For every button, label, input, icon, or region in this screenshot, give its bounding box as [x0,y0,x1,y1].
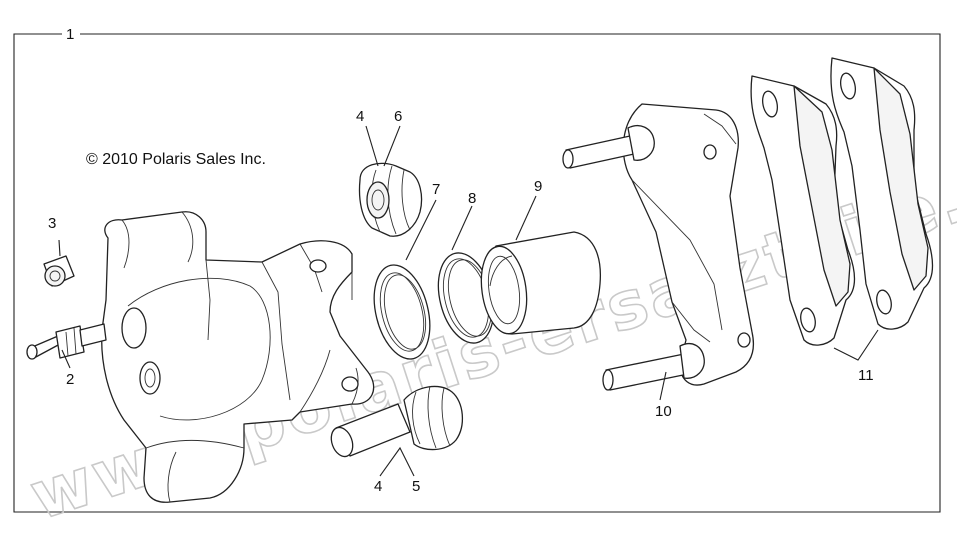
caliper-body [101,211,375,503]
callout-upper-boot-a: 4 [356,108,364,125]
callout-bracket: 10 [655,403,672,420]
diagram-frame [13,33,941,513]
upper-dust-boot [358,162,423,237]
callout-seal-8: 8 [468,190,476,207]
callout-lower-boot-a: 4 [374,478,382,495]
leader-lines [58,125,879,477]
callout-bleeder-valve: 2 [66,371,74,388]
brake-pad-inner [750,75,856,346]
callout-upper-boot-b: 6 [394,108,402,125]
piston [480,231,602,335]
callout-pads: 11 [858,367,874,384]
copyright-notice: © 2010 Polaris Sales Inc. [86,151,266,168]
lower-slide-pin [330,385,463,458]
callout-frame: 1 [66,26,74,43]
callout-bleeder-cap: 3 [48,215,56,232]
callout-lower-boot-b: 5 [412,478,420,495]
seal-7 [373,264,431,360]
bleeder-cap [43,255,75,287]
caliper-bracket [562,103,755,391]
callout-piston: 9 [534,178,542,195]
callout-seal-7: 7 [432,181,440,198]
bleeder-valve [26,323,107,360]
brake-pad-outer [830,57,934,330]
